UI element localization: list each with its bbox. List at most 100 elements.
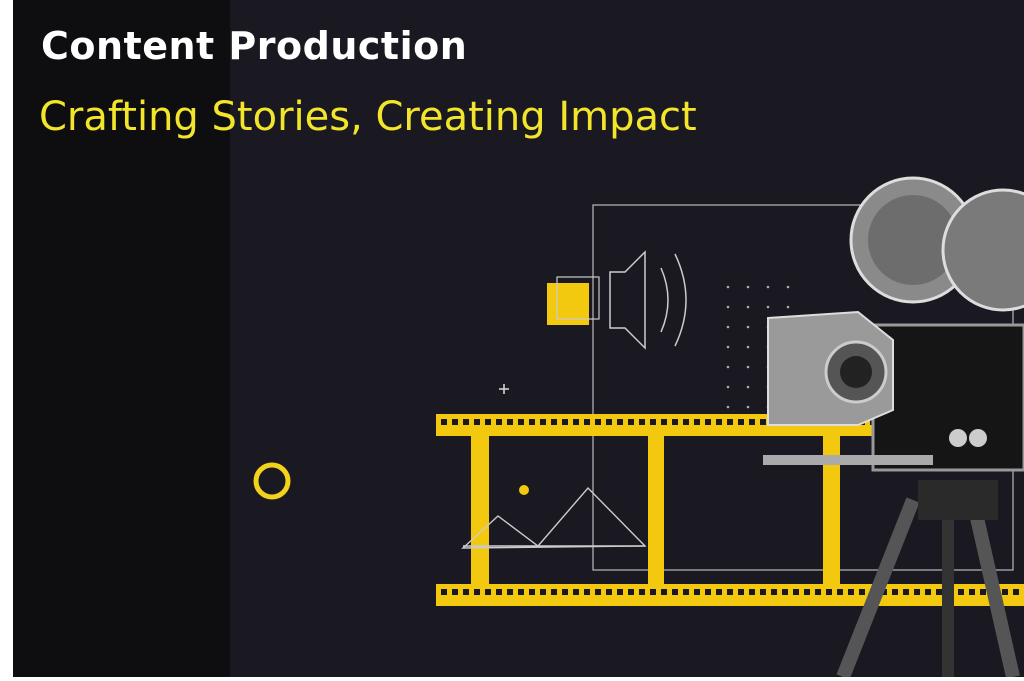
film-perforation [892,589,898,595]
film-perforation [496,419,502,425]
film-perforation [815,589,821,595]
film-perforation [474,589,480,595]
dot [746,345,750,349]
film-perforation [826,589,832,595]
film-perforation [760,419,766,425]
dot [726,325,730,329]
film-perforation [1013,589,1019,595]
film-perforation [606,589,612,595]
film-perforation [694,419,700,425]
film-perforation [771,589,777,595]
film-perforation [958,589,964,595]
film-perforation [639,589,645,595]
film-perforation [727,589,733,595]
film-perforation [529,419,535,425]
illustration [253,176,1024,677]
film-perforation [485,419,491,425]
film-perforation [617,419,623,425]
film-perforation [848,589,854,595]
speaker-icon [609,250,687,350]
film-perforation [595,589,601,595]
film-perforation [672,589,678,595]
dot [746,305,750,309]
film-perforation [738,419,744,425]
film-perforation [694,589,700,595]
film-perforation [452,419,458,425]
film-perforation [859,589,865,595]
film-perforation [925,589,931,595]
film-perforation [529,589,535,595]
film-perforation [969,589,975,595]
film-perforation [573,419,579,425]
film-perforation [584,419,590,425]
film-perforation [584,589,590,595]
film-perforation [650,419,656,425]
film-perforation [1002,589,1008,595]
film-perforation [793,589,799,595]
film-perforation [672,419,678,425]
film-perforation [683,419,689,425]
dot [726,365,730,369]
film-perforation [485,589,491,595]
dot [726,345,730,349]
film-perforation [507,589,513,595]
film-perforation [551,419,557,425]
film-perforation [540,419,546,425]
film-perforation [936,589,942,595]
film-perforation [518,419,524,425]
banner-subtitle: Crafting Stories, Creating Impact [39,94,697,140]
film-perforation [760,589,766,595]
film-perforation [496,589,502,595]
film-perforation [606,419,612,425]
yellow-square-icon [547,283,589,325]
film-perforation [628,589,634,595]
dot [766,285,770,289]
film-perforation [782,589,788,595]
film-perforation [716,589,722,595]
film-perforation [639,419,645,425]
plus-decoration [499,384,509,394]
film-perforation [551,589,557,595]
dot [786,305,790,309]
film-perforation [518,589,524,595]
dot [726,285,730,289]
film-perforation [562,589,568,595]
dot [746,285,750,289]
film-perforation [903,589,909,595]
dot [746,365,750,369]
film-perforation [837,589,843,595]
film-perforation [595,419,601,425]
film-perforation [463,419,469,425]
film-perforation [749,589,755,595]
dot [766,305,770,309]
banner-title: Content Production [41,24,468,68]
banner: Content Production Crafting Stories, Cre… [13,0,1024,677]
image-icon [461,486,647,549]
film-perforation [441,419,447,425]
film-perforation [507,419,513,425]
film-perforation [617,589,623,595]
film-perforation [749,419,755,425]
film-perforation [705,589,711,595]
dot [726,405,730,409]
film-perforation [661,589,667,595]
film-perforation [452,589,458,595]
film-perforation [804,589,810,595]
film-perforation [573,589,579,595]
film-perforation [914,589,920,595]
film-perforation [463,589,469,595]
left-dark-panel [13,0,230,677]
film-perforation [650,589,656,595]
dot [746,405,750,409]
film-perforation [738,589,744,595]
dot [726,305,730,309]
dot [746,325,750,329]
film-perforation [683,589,689,595]
film-perforation [705,419,711,425]
film-perforation [562,419,568,425]
film-perforation [540,589,546,595]
circle-decoration [253,462,291,500]
film-perforation [716,419,722,425]
film-perforation [727,419,733,425]
movie-camera [763,176,1024,677]
